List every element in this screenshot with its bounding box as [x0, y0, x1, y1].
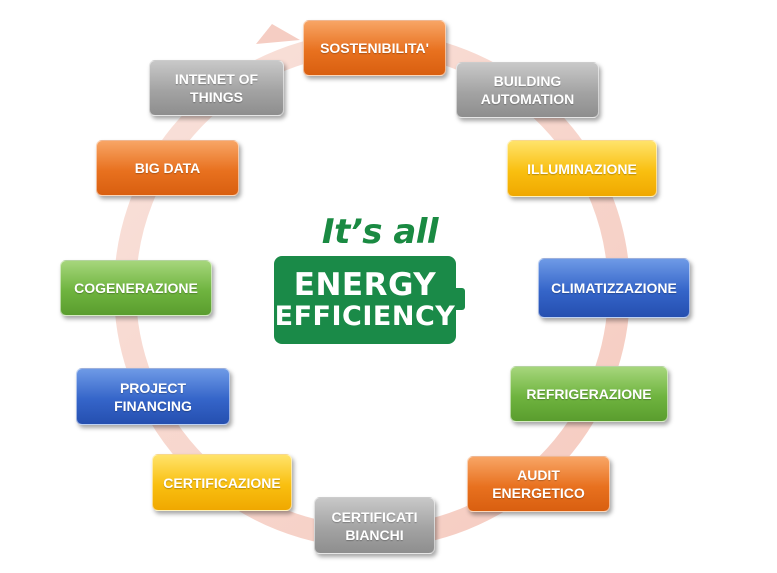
- badge-line-energy: ENERGY: [293, 267, 437, 303]
- node-cogenerazione-label: COGENERAZIONE: [74, 280, 198, 296]
- node-climatizzazione: CLIMATIZZAZIONE: [538, 258, 690, 318]
- node-sostenibilita-label: SOSTENIBILITA': [320, 40, 429, 56]
- node-certificati-bianchi-label: CERTIFICATI BIANCHI: [331, 508, 418, 543]
- node-climatizzazione-label: CLIMATIZZAZIONE: [551, 280, 677, 296]
- node-certificati-bianchi: CERTIFICATI BIANCHI: [314, 497, 435, 554]
- node-illuminazione: ILLUMINAZIONE: [507, 140, 657, 197]
- energy-efficiency-badge: ENERGY EFFICIENCY: [274, 256, 456, 344]
- node-audit-energetico: AUDIT ENERGETICO: [467, 456, 610, 512]
- node-building-automation-label: BUILDING AUTOMATION: [480, 73, 575, 107]
- node-refrigerazione: REFRIGERAZIONE: [510, 366, 668, 422]
- battery-tip-icon: [455, 288, 465, 310]
- node-project-financing-label: PROJECT FINANCING: [114, 379, 192, 414]
- node-audit-energetico-label: AUDIT ENERGETICO: [492, 467, 585, 501]
- node-cogenerazione: COGENERAZIONE: [60, 260, 212, 316]
- cycle-arrow-head-icon: [256, 24, 300, 44]
- node-project-financing: PROJECT FINANCING: [76, 368, 230, 425]
- badge-line-efficiency: EFFICIENCY: [274, 301, 456, 332]
- node-certificazione-label: CERTIFICAZIONE: [163, 474, 281, 491]
- node-internet-of-things: INTENET OF THINGS: [149, 60, 284, 116]
- node-internet-of-things-label: INTENET OF THINGS: [174, 71, 259, 105]
- node-certificazione: CERTIFICAZIONE: [152, 454, 292, 511]
- center-tagline: It’s all: [321, 212, 439, 252]
- node-illuminazione-label: ILLUMINAZIONE: [527, 160, 637, 177]
- node-big-data: BIG DATA: [96, 140, 239, 196]
- node-big-data-label: BIG DATA: [134, 160, 201, 176]
- node-refrigerazione-label: REFRIGERAZIONE: [526, 386, 652, 402]
- node-building-automation: BUILDING AUTOMATION: [456, 62, 599, 118]
- node-sostenibilita: SOSTENIBILITA': [303, 20, 446, 76]
